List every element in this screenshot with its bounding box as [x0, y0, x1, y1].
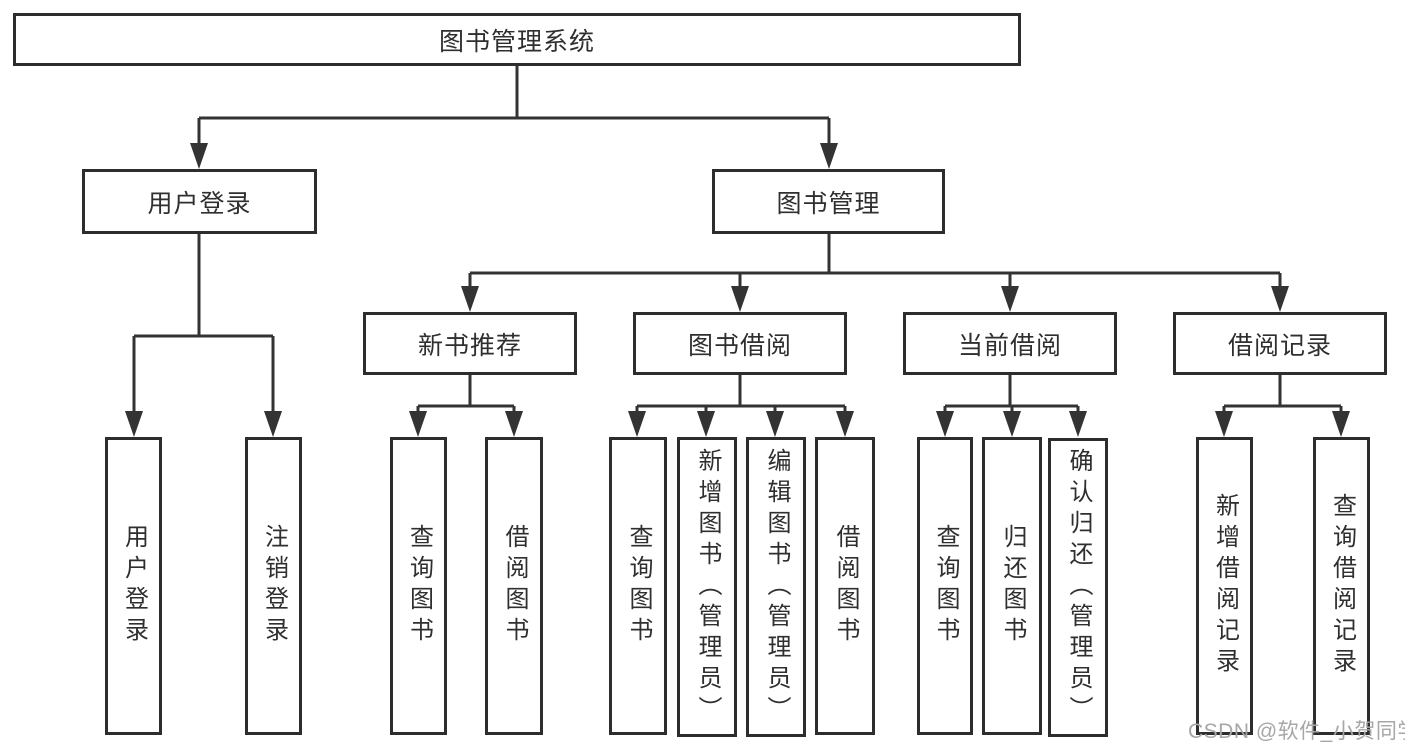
node-book-management-label: 图书管理	[776, 189, 881, 218]
leaf-query-books-2: 查询图书	[609, 437, 667, 735]
node-borrow-records-label: 借阅记录	[1227, 331, 1332, 360]
node-user-login: 用户登录	[82, 169, 317, 234]
leaf-add-book-admin-label: 新增图书（管理员）	[694, 447, 721, 727]
watermark: CSDN @软件_小贺同学	[1188, 720, 1405, 743]
leaf-borrow-books-1: 借阅图书	[485, 437, 543, 735]
node-new-book-recommend: 新书推荐	[363, 312, 577, 375]
node-current-borrow-label: 当前借阅	[957, 331, 1062, 360]
leaf-add-book-admin: 新增图书（管理员）	[677, 437, 737, 737]
leaf-return-book-label: 归还图书	[999, 524, 1026, 648]
node-book-borrow-label: 图书借阅	[687, 331, 792, 360]
leaf-borrow-books-1-label: 借阅图书	[501, 524, 528, 648]
connector-arrowheads	[125, 143, 1350, 437]
leaf-query-books-3: 查询图书	[917, 437, 973, 735]
leaf-edit-book-admin-label: 编辑图书（管理员）	[763, 447, 790, 727]
leaf-add-borrow-record: 新增借阅记录	[1196, 437, 1253, 735]
node-borrow-records: 借阅记录	[1173, 312, 1387, 375]
leaf-query-books-2-label: 查询图书	[625, 524, 652, 648]
leaf-user-login: 用户登录	[105, 437, 162, 735]
leaf-query-books-1: 查询图书	[390, 437, 447, 735]
leaf-query-borrow-record-label: 查询借阅记录	[1328, 493, 1356, 679]
node-root: 图书管理系统	[13, 13, 1021, 66]
leaf-borrow-books-2: 借阅图书	[815, 437, 875, 735]
node-user-login-label: 用户登录	[147, 189, 252, 218]
node-new-book-recommend-label: 新书推荐	[417, 331, 522, 360]
leaf-edit-book-admin: 编辑图书（管理员）	[746, 437, 806, 737]
leaf-confirm-return-admin: 确认归还（管理员）	[1048, 438, 1108, 737]
leaf-user-login-label: 用户登录	[120, 524, 148, 648]
leaf-return-book: 归还图书	[982, 437, 1042, 735]
leaf-confirm-return-admin-label: 确认归还（管理员）	[1065, 448, 1092, 727]
leaf-query-books-1-label: 查询图书	[405, 524, 433, 648]
leaf-query-books-3-label: 查询图书	[932, 524, 959, 648]
node-book-management: 图书管理	[712, 169, 945, 234]
leaf-logout-label: 注销登录	[260, 524, 288, 648]
node-current-borrow: 当前借阅	[903, 312, 1117, 375]
node-root-label: 图书管理系统	[438, 27, 595, 56]
leaf-add-borrow-record-label: 新增借阅记录	[1211, 493, 1239, 679]
leaf-borrow-books-2-label: 借阅图书	[832, 524, 859, 648]
node-book-borrow: 图书借阅	[633, 312, 847, 375]
leaf-logout: 注销登录	[245, 437, 302, 735]
leaf-query-borrow-record: 查询借阅记录	[1313, 437, 1370, 735]
